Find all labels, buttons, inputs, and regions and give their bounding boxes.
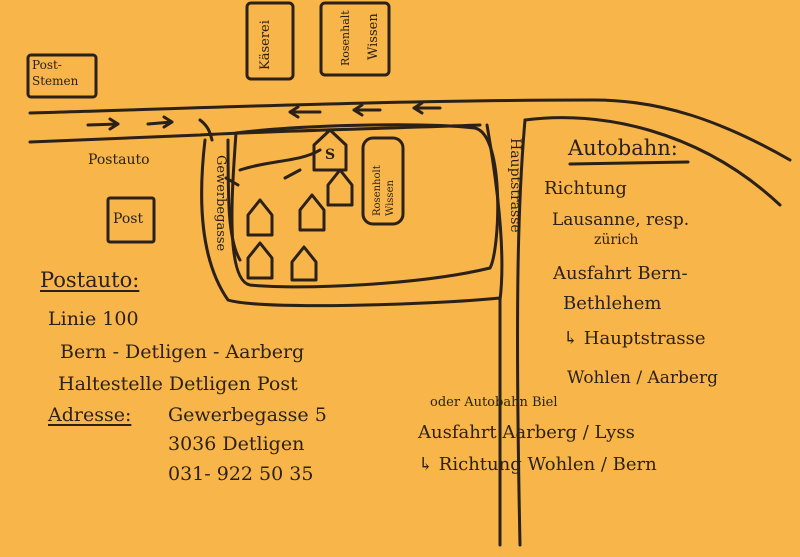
rosenholt-mid-label: Rosenholt Wissen [372,165,396,216]
hauptstrasse-left [485,123,504,302]
autobahn-zurich: zürich [594,232,639,248]
main-road-top [28,98,792,162]
post-stamps-box [26,53,98,99]
route-hauptstrasse: ↳ Hauptstrasse [563,328,706,349]
arrow-8 [283,168,302,180]
bakery-sign: S [325,147,336,163]
route-wohlen-aarberg: Wohlen / Aarberg [567,368,718,388]
arrow-7 [224,176,240,187]
wissen-top-label: Wissen [366,13,381,60]
kaeserei-label: Käserei [258,20,273,70]
arrow-1 [86,117,120,131]
autobahn-heading: Autobahn: [568,136,678,160]
autobahn-cities: Lausanne, resp. [552,210,690,230]
main-road-bottom [28,123,482,144]
post-stamps-label: Post- Stemen [32,58,79,88]
exit-bethlehem: Bethlehem [563,293,662,314]
address-city: 3036 Detligen [168,433,305,455]
arrow-3 [288,105,322,119]
house-5 [290,245,318,282]
post-box-label: Post [113,211,144,227]
rosenholt-top-label: Rosenhalt [339,10,352,66]
hauptstrasse-right [516,118,527,547]
alt-biel: oder Autobahn Biel [430,395,558,410]
autobahn-direction: Richtung [544,178,627,199]
exit-aarberg-lyss: Ausfahrt Aarberg / Lyss [418,422,635,443]
phone-number: 031- 922 50 35 [168,463,314,485]
bus-stop: Haltestelle Detligen Post [58,373,298,395]
house-1 [246,198,274,237]
gewerbegasse-right [226,138,242,262]
right-road-top [523,116,782,207]
address-label: Adresse: [48,404,132,426]
bakery-house [312,128,348,172]
kaeserei-box [245,1,295,81]
loop-block [230,123,500,289]
house-2 [298,193,326,232]
address-street: Gewerbegasse 5 [168,404,327,426]
rosenholt-mid-box [361,136,405,226]
bus-route: Bern - Detligen - Aarberg [60,341,305,363]
post-box-rect [106,196,156,244]
exit-bern: Ausfahrt Bern- [553,263,688,284]
rosenholt-top-box [319,1,391,77]
gewerbegasse-left [200,138,502,547]
inner-curve [238,148,322,172]
route-wohlen-bern: ↳ Richtung Wohlen / Bern [418,454,657,475]
postauto-heading: Postauto: [40,268,140,292]
hauptstrasse-vertical-label: Hauptstrasse [507,138,523,233]
postauto-small-label: Postauto [88,152,150,168]
arrow-2 [146,115,174,129]
house-3 [326,168,354,207]
arrow-4 [352,103,382,117]
house-4 [246,241,274,280]
bus-line: Linie 100 [48,308,139,330]
arrow-5 [412,101,442,115]
gewerbegasse-label: Gewerbegasse [213,155,228,252]
arrow-6 [198,118,214,142]
